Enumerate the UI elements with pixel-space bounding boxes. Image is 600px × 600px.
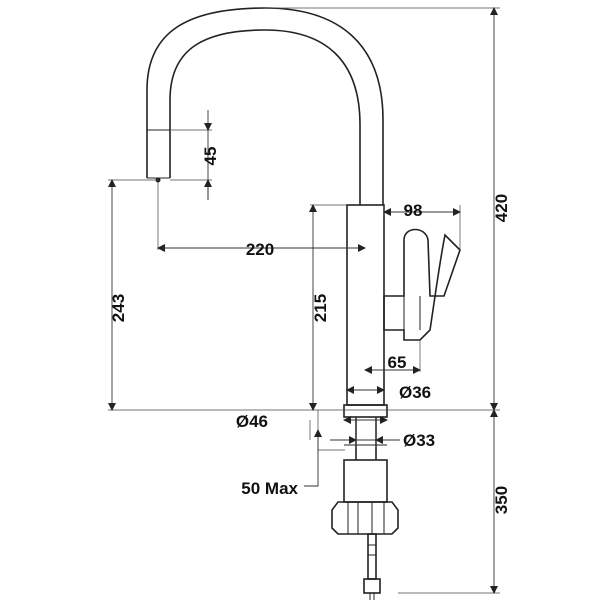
- label-lever-offset: 65: [388, 353, 407, 372]
- mounting-nut: [343, 459, 388, 503]
- extension-lines: [108, 7, 500, 594]
- label-shank-diameter: Ø33: [403, 431, 435, 450]
- faucet-outline: [146, 7, 461, 600]
- base-ring: [343, 404, 388, 418]
- label-spout-drop: 45: [201, 147, 220, 166]
- label-lever-width: 98: [404, 201, 423, 220]
- spout-inner: [169, 29, 361, 205]
- label-shank-length: 350: [492, 486, 511, 514]
- label-counter-thickness: 50 Max: [241, 479, 298, 498]
- label-reach: 220: [246, 240, 274, 259]
- label-base-diameter: Ø46: [236, 412, 268, 431]
- label-body-diameter: Ø36: [399, 383, 431, 402]
- dimension-labels: 420 350 45 243 215 220 98 65 Ø36 Ø46 Ø33…: [109, 147, 511, 515]
- lever-handle: [383, 228, 461, 341]
- label-height-total: 420: [492, 194, 511, 222]
- label-body-height: 215: [311, 294, 330, 322]
- spout-outer: [146, 7, 384, 205]
- dimension-lines: [108, 7, 498, 594]
- mounting-flange: [331, 501, 399, 535]
- hose-fitting: [363, 578, 381, 594]
- label-spout-height: 243: [109, 294, 128, 322]
- supply-hose: [367, 533, 377, 580]
- faucet-body: [346, 204, 385, 406]
